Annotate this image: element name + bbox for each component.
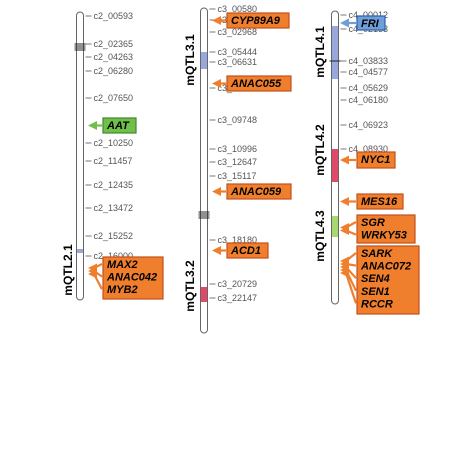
gene-arrow-head — [212, 246, 221, 255]
gene-name: WRKY53 — [361, 230, 407, 242]
gene-box-bg — [356, 214, 416, 244]
gene-box-bg — [356, 151, 396, 169]
gene-arrow-head — [340, 226, 349, 235]
gene-arrow-head — [212, 16, 221, 25]
gene-name: RCCR — [361, 298, 393, 310]
gene-name: AAT — [106, 120, 130, 132]
gene-name: MYB2 — [107, 284, 138, 296]
gene-box-bg — [226, 242, 269, 259]
marker-label: c3_10996 — [218, 144, 258, 154]
gene-box: ANAC059 — [212, 183, 292, 200]
marker-label: c4_06180 — [349, 95, 389, 105]
marker-label: c2_00593 — [94, 11, 134, 21]
marker-label: c2_12435 — [94, 180, 134, 190]
gene-arrow-head — [340, 18, 349, 28]
gene-name: ANAC042 — [106, 272, 157, 284]
qtl-label: mQTL4.1 — [313, 26, 327, 78]
gene-box: CYP89A9 — [212, 12, 290, 29]
gene-name: CYP89A9 — [231, 15, 281, 27]
gene-box-bg — [226, 75, 292, 92]
gene-name: SARK — [361, 248, 393, 260]
marker-label: c3_12647 — [218, 157, 258, 167]
chromosome-3: c3_00580c3_01901c3_02968c3_05444c3_06631… — [183, 4, 292, 334]
gene-name: SEN4 — [361, 273, 390, 285]
marker-label: c3_22147 — [218, 293, 258, 303]
gene-name: ACD1 — [230, 245, 261, 257]
gene-box-bg — [226, 183, 292, 200]
gene-box: ACD1 — [212, 242, 269, 259]
gene-box-bg — [102, 256, 164, 300]
gene-box: FRI — [340, 15, 386, 31]
marker-label: c3_15117 — [218, 171, 257, 181]
gene-box: NYC1 — [340, 151, 396, 169]
gene-box: AAT — [88, 117, 137, 134]
qtl-label: mQTL3.1 — [183, 34, 197, 86]
gene-name: ANAC072 — [360, 261, 411, 273]
gene-name: SEN1 — [361, 286, 390, 298]
gene-arrow-head — [212, 187, 221, 196]
marker-label: c2_04263 — [94, 52, 134, 62]
gene-arrow-head — [340, 197, 349, 206]
qtl-region — [332, 149, 338, 182]
gene-box: ANAC055 — [212, 75, 292, 92]
marker-label: c3_20729 — [218, 279, 258, 289]
marker-label: c2_13472 — [94, 203, 134, 213]
qtl-region — [332, 216, 338, 237]
gene-name: ANAC059 — [230, 186, 282, 198]
gene-name: MAX2 — [107, 259, 138, 271]
qtl-label: mQTL4.2 — [313, 124, 327, 176]
marker-label: c3_18180 — [218, 235, 258, 245]
marker-label: c2_10250 — [94, 138, 134, 148]
gene-box-bg — [356, 193, 404, 210]
marker-label: c3_06631 — [218, 57, 258, 67]
gene-name: SGR — [361, 217, 385, 229]
qtl-label: mQTL4.3 — [313, 210, 327, 262]
marker-label: c4_00012 — [349, 10, 389, 20]
qtl-label: mQTL3.2 — [183, 260, 197, 312]
gene-name: ANAC055 — [230, 78, 282, 90]
marker-label: c3_05444 — [218, 47, 258, 57]
gene-box: MES16 — [340, 193, 404, 210]
marker-label: c4_08930 — [349, 144, 389, 154]
gene-arrow-head — [340, 155, 349, 165]
marker-label: c2_16000 — [94, 251, 134, 261]
marker-label: c3_00580 — [218, 4, 258, 14]
gene-box-bg — [356, 15, 386, 31]
gene-name: FRI — [361, 18, 380, 30]
marker-label: c3_09748 — [218, 115, 258, 125]
marker-label: c3_02968 — [218, 27, 258, 37]
marker-label: c2_11457 — [94, 156, 133, 166]
qtl-label: mQTL2.1 — [61, 244, 75, 296]
marker-label: c2_02365 — [94, 39, 134, 49]
gene-box-bg — [356, 245, 420, 315]
qtl-region — [201, 52, 207, 69]
gene-arrow-head — [88, 121, 97, 130]
marker-label: c4_04577 — [349, 67, 389, 77]
qtl-region — [201, 287, 207, 302]
marker-label: c2_15252 — [94, 231, 134, 241]
gene-arrow-head — [88, 269, 97, 279]
marker-label: c4_03833 — [349, 56, 389, 66]
chromosome-bar — [200, 7, 208, 334]
marker-label: c2_06280 — [94, 66, 134, 76]
gene-name: MES16 — [361, 196, 398, 208]
gene-arrow-head — [340, 268, 349, 278]
qtl-region — [77, 249, 83, 253]
gene-box-bg — [226, 12, 290, 29]
qtl-region — [332, 26, 338, 79]
marker-label: c4_05629 — [349, 83, 389, 93]
chromosome-4: c4_00012c4_02133c4_03833c4_04577c4_05629… — [313, 10, 420, 315]
gene-name: NYC1 — [361, 154, 390, 166]
gene-arrow-head — [212, 79, 221, 88]
marker-label: c4_06923 — [349, 120, 389, 130]
marker-label: c2_07650 — [94, 93, 134, 103]
gene-box-bg — [102, 117, 137, 134]
gene-arrow-shaft — [344, 272, 358, 304]
chromosome-2: c2_00593 c2_02365 c2_04263 c2_06280 c2_07650… — [61, 11, 164, 301]
chromosome-bar — [76, 11, 84, 301]
